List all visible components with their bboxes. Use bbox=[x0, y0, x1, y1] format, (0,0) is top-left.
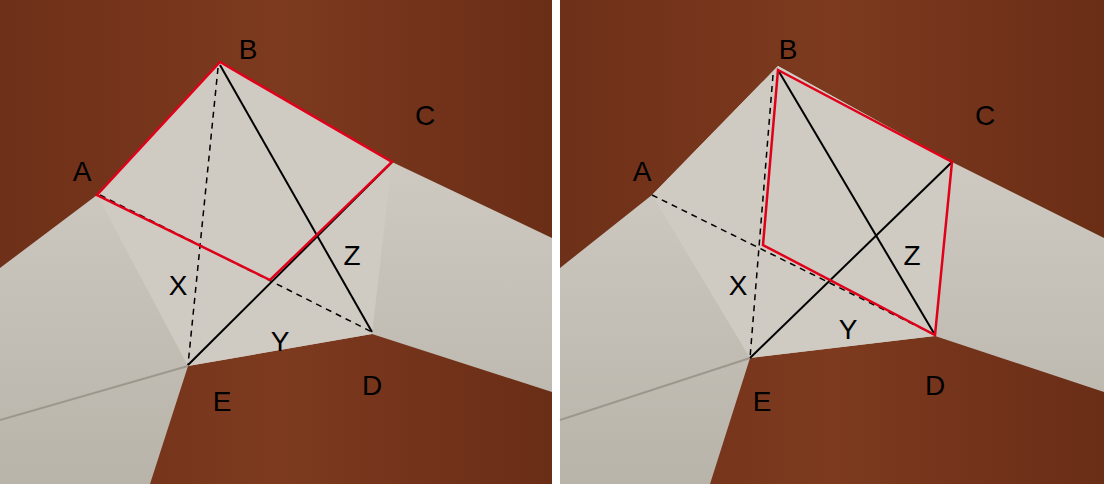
point-label: X bbox=[169, 272, 188, 300]
point-label: E bbox=[753, 388, 772, 416]
point-label: Y bbox=[271, 328, 290, 356]
point-label: Z bbox=[343, 242, 360, 270]
wood-ground bbox=[0, 0, 552, 484]
point-label: Z bbox=[903, 242, 920, 270]
point-label: X bbox=[729, 272, 748, 300]
point-label: C bbox=[975, 102, 995, 130]
point-label: C bbox=[415, 102, 435, 130]
point-label: B bbox=[779, 36, 798, 64]
paper-strip bbox=[0, 62, 552, 484]
paper-strip bbox=[560, 66, 1104, 484]
point-label: Y bbox=[839, 316, 858, 344]
point-label: A bbox=[73, 158, 92, 186]
point-label: B bbox=[239, 36, 258, 64]
point-label: E bbox=[213, 388, 232, 416]
paper-pentagon bbox=[97, 62, 392, 366]
point-label: D bbox=[925, 372, 945, 400]
wood-ground bbox=[560, 0, 1104, 484]
paper-pentagon bbox=[652, 66, 952, 358]
point-label: A bbox=[633, 158, 652, 186]
point-label: D bbox=[362, 372, 382, 400]
